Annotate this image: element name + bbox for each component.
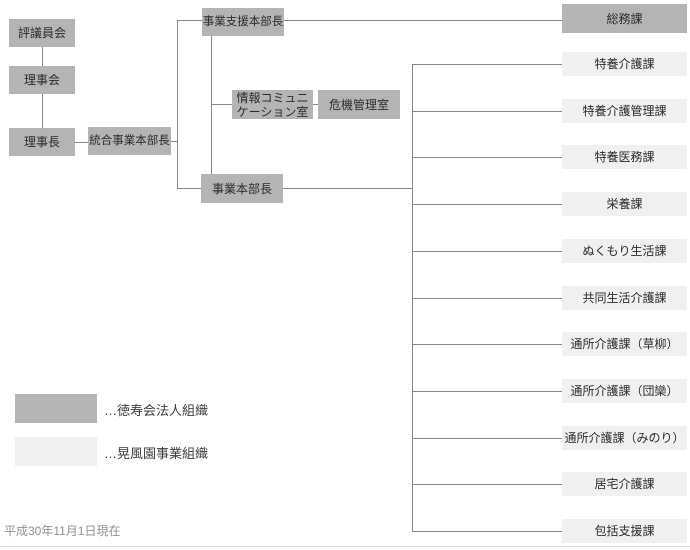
node-general-affairs-dept: 総務課 — [562, 4, 687, 33]
connector-trunk-support-hq — [177, 20, 202, 21]
dept-nukumori-seikatsu: ぬくもり生活課 — [562, 239, 687, 263]
connector-integrated-hq-trunk — [171, 141, 178, 142]
node-risk-management-office: 危機管理室 — [318, 90, 400, 119]
dept-tokuyo-imu: 特養医務課 — [562, 145, 687, 169]
dept-tsusho-kaigo-minori: 通所介護課（みのり） — [562, 426, 687, 450]
connector-trunk-business-hq — [177, 188, 201, 189]
node-info-communication-office-line2: ケーション室 — [236, 104, 309, 119]
dept-kyotaku-kaigo: 居宅介護課 — [562, 472, 687, 496]
node-info-communication-office-line1: 情報コミュニ — [236, 90, 309, 105]
node-councilors-board: 評議員会 — [9, 19, 75, 47]
dept-eiyo: 栄養課 — [562, 192, 687, 216]
dept-tsusho-kaigo-kusayanagi: 通所介護課（草柳） — [562, 332, 687, 356]
connector-branch-2 — [412, 111, 562, 112]
connector-business-hq-bus — [283, 188, 412, 189]
connector-branch-9 — [412, 438, 562, 439]
node-business-hq-director: 事業本部長 — [201, 174, 283, 203]
legend-label-business: …晃風園事業組織 — [104, 446, 209, 461]
connector-support-hq-general-affairs — [284, 20, 562, 21]
connector-branch-1 — [412, 64, 562, 65]
dept-hokatsu-shien: 包括支援課 — [562, 519, 687, 543]
connector-branch-3 — [412, 157, 562, 158]
dept-kyodo-seikatsu-kaigo: 共同生活介護課 — [562, 286, 687, 310]
connector-branch-6 — [412, 298, 562, 299]
legend-swatch-corporate — [15, 394, 97, 423]
dept-tokuyo-kaigo-kanri: 特養介護管理課 — [562, 99, 687, 123]
connector-info-communication-risk — [313, 104, 318, 105]
connector-department-bus — [412, 64, 413, 531]
node-president: 理事長 — [9, 128, 75, 156]
dept-tokuyo-kaigo: 特養介護課 — [562, 52, 687, 76]
connector-branch-7 — [412, 344, 562, 345]
footer-date: 平成30年11月1日現在 — [4, 524, 121, 538]
connector-to-info-communication — [211, 104, 232, 105]
node-integrated-business-hq-director: 統合事業本部長 — [88, 127, 171, 155]
node-business-support-hq-director: 事業支援本部長 — [202, 8, 284, 36]
connector-trunk-vertical — [177, 20, 178, 189]
connector-branch-8 — [412, 391, 562, 392]
connector-councilors-board — [42, 47, 43, 66]
connector-president-integrated-hq — [75, 142, 88, 143]
connector-branch-4 — [412, 204, 562, 205]
node-info-communication-office: 情報コミュニ ケーション室 — [232, 90, 313, 119]
connector-branch-5 — [412, 251, 562, 252]
dept-tsusho-kaigo-danran: 通所介護課（団欒） — [562, 379, 687, 403]
bottom-divider — [0, 546, 690, 547]
connector-branch-11 — [412, 531, 562, 532]
legend-swatch-business — [15, 437, 97, 466]
connector-support-to-business-vertical — [211, 36, 212, 174]
node-board-of-directors: 理事会 — [9, 66, 75, 94]
connector-board-president — [42, 94, 43, 128]
legend-label-corporate: …徳寿会法人組織 — [104, 403, 209, 418]
connector-branch-10 — [412, 484, 562, 485]
